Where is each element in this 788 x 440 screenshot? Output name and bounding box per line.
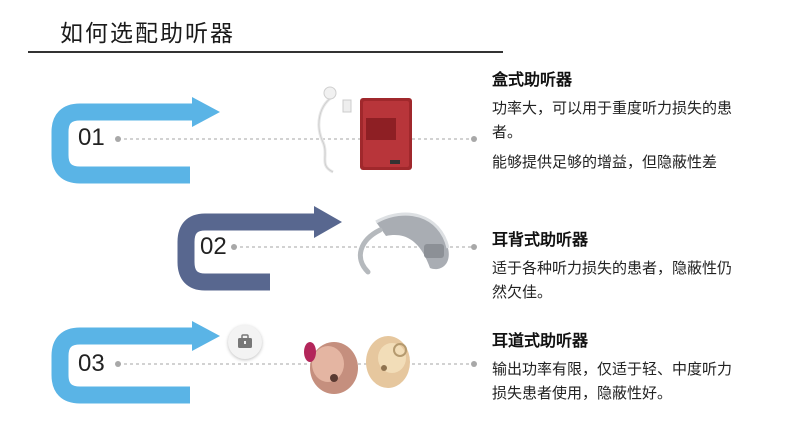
page-title: 如何选配助听器 [60, 21, 235, 47]
step-number-03: 03 [78, 350, 105, 377]
connector-start-dot-01 [115, 136, 121, 142]
behind-ear-hearing-aid-icon [357, 212, 450, 275]
arrow-02 [177, 206, 342, 291]
connector-end-dot-02 [471, 244, 477, 250]
step-number-01: 01 [78, 124, 105, 151]
hearing-aid-type-heading: 耳道式助听器 [492, 331, 589, 350]
briefcase-icon [238, 334, 252, 348]
description-text: 功率大，可以用于重度听力损失的患者。 [492, 99, 733, 141]
arrow-03 [51, 321, 220, 404]
connector-end-dot-03 [471, 361, 477, 367]
in-canal-hearing-aid-icon [304, 336, 410, 394]
box-hearing-aid-icon [317, 86, 412, 174]
description-block-01: 盒式助听器 功率大，可以用于重度听力损失的患者。 能够提供足够的增益，但隐蔽性差 [492, 66, 732, 180]
description-text: 能够提供足够的增益，但隐蔽性差 [492, 153, 718, 171]
step-number-02: 02 [200, 233, 227, 260]
hearing-aid-type-heading: 盒式助听器 [492, 70, 573, 89]
description-block-03: 耳道式助听器 输出功率有限，仅适于轻、中度听力损失患者使用，隐蔽性好。 [492, 327, 732, 411]
briefcase-icon-button[interactable] [228, 325, 262, 359]
description-block-02: 耳背式助听器 适于各种听力损失的患者，隐蔽性仍然欠佳。 [492, 226, 732, 310]
arrow-01 [51, 97, 220, 184]
description-text: 输出功率有限，仅适于轻、中度听力损失患者使用，隐蔽性好。 [492, 360, 733, 402]
title-divider [28, 51, 503, 53]
connector-start-dot-03 [115, 361, 121, 367]
connector-start-dot-02 [231, 244, 237, 250]
connector-end-dot-01 [471, 136, 477, 142]
description-text: 适于各种听力损失的患者，隐蔽性仍然欠佳。 [492, 259, 733, 301]
hearing-aid-type-heading: 耳背式助听器 [492, 230, 589, 249]
